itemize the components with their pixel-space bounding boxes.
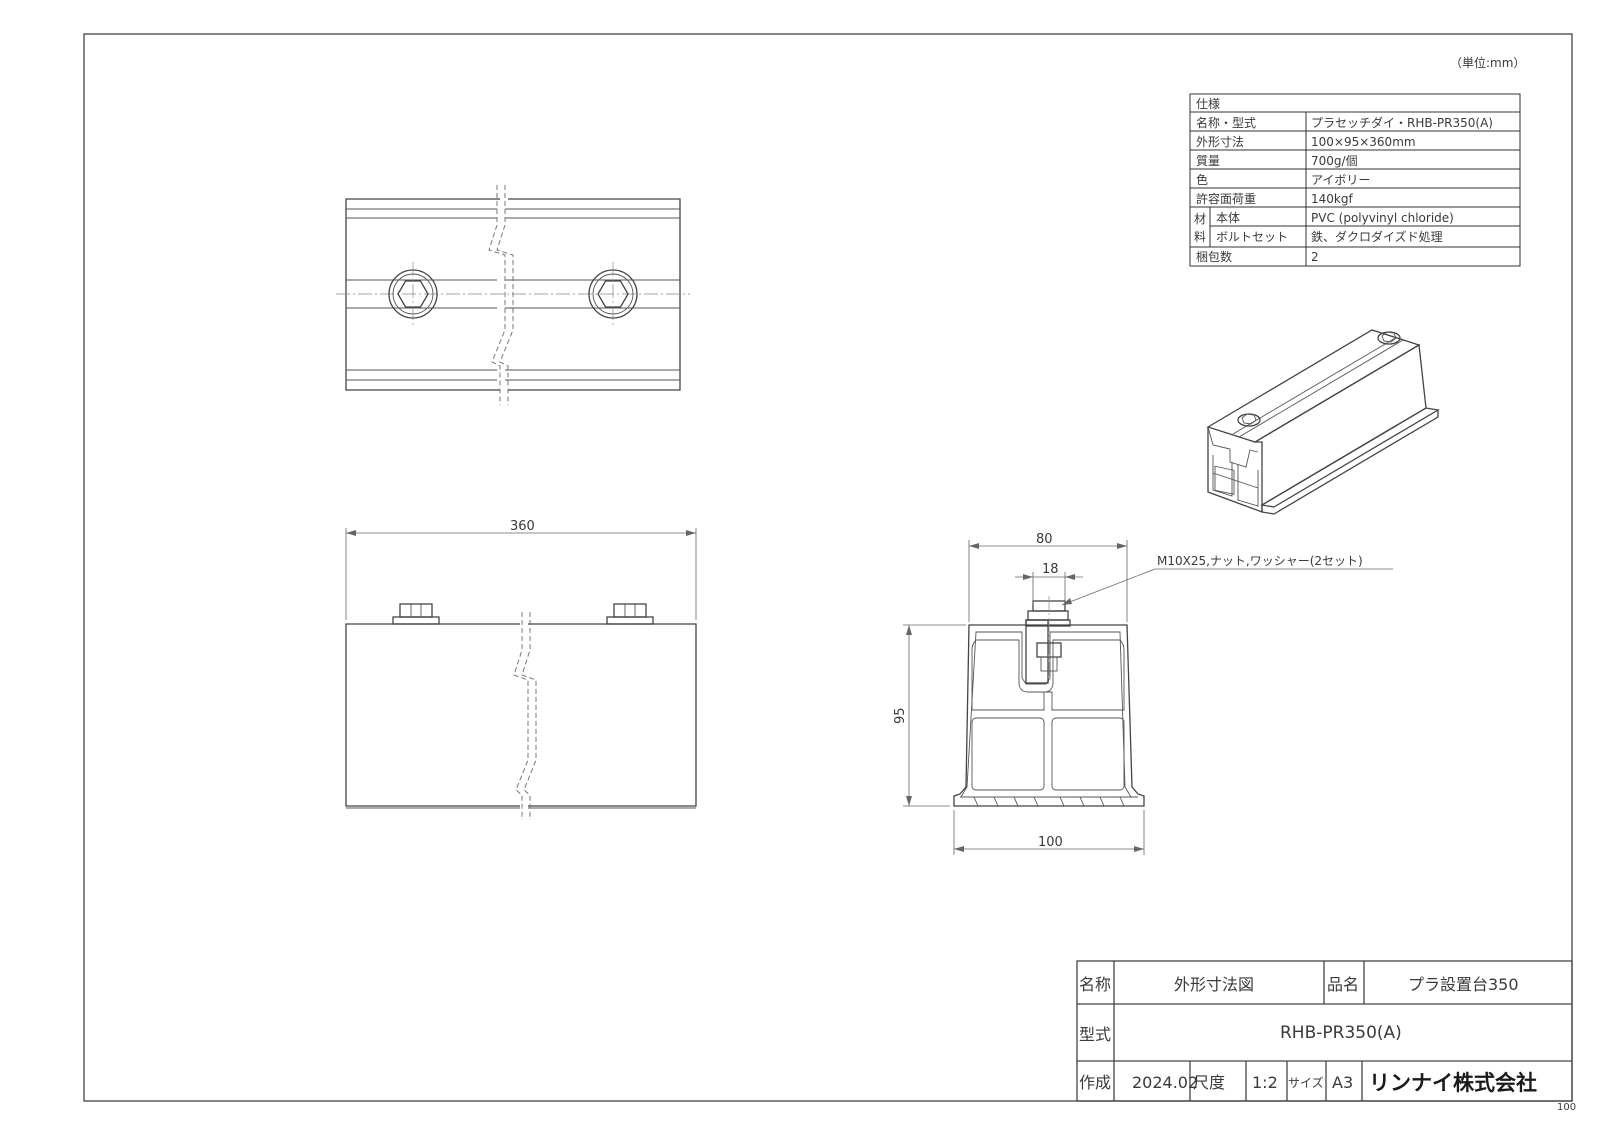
title-name-label: 名称 — [1079, 975, 1111, 994]
title-product-value: プラ設置台350 — [1408, 975, 1519, 994]
isometric-view — [1206, 329, 1440, 515]
spec-value-mass: 700g/個 — [1311, 154, 1358, 168]
corner-mark: 100 — [1557, 1102, 1576, 1113]
spec-value-color: アイボリー — [1311, 173, 1370, 187]
title-product-label: 品名 — [1327, 975, 1359, 994]
spec-label-pack: 梱包数 — [1196, 249, 1232, 264]
company-name: リンナイ株式会社 — [1369, 1071, 1537, 1095]
unit-note: （単位:mm） — [1450, 55, 1525, 70]
spec-table: 仕様 名称・型式 プラセッチダイ・RHB-PR350(A) 外形寸法 100×9… — [1189, 93, 1521, 267]
dim-channel-width: 18 — [1042, 562, 1059, 577]
dim-base-width: 100 — [1038, 835, 1063, 850]
title-scale-value: 1:2 — [1252, 1073, 1278, 1092]
title-model-value: RHB-PR350(A) — [1280, 1023, 1402, 1043]
title-model-label: 型式 — [1079, 1025, 1111, 1044]
spec-label-load: 許容面荷重 — [1196, 191, 1256, 206]
title-name-value: 外形寸法図 — [1174, 975, 1254, 994]
front-view: 360 — [345, 519, 697, 820]
title-scale-label: 尺度 — [1193, 1073, 1225, 1092]
title-block: 名称 外形寸法図 品名 プラ設置台350 型式 RHB-PR350(A) 作成 … — [1076, 960, 1573, 1102]
spec-material-label-1: 材 — [1194, 212, 1206, 226]
top-view — [336, 185, 690, 405]
spec-header: 仕様 — [1196, 97, 1220, 111]
dim-height: 95 — [893, 707, 908, 724]
spec-value-name: プラセッチダイ・RHB-PR350(A) — [1311, 115, 1493, 130]
spec-value-size: 100×95×360mm — [1311, 135, 1416, 149]
spec-value-body: PVC (polyvinyl chloride) — [1311, 211, 1454, 225]
spec-value-bolt: 鉄、ダクロダイズド処理 — [1311, 229, 1443, 244]
drawing-frame — [83, 33, 1573, 1102]
bolt-note: M10X25,ナット,ワッシャー(2セット) — [1157, 554, 1363, 568]
spec-value-pack: 2 — [1311, 250, 1319, 264]
spec-label-bolt: ボルトセット — [1216, 230, 1288, 244]
dim-top-width: 80 — [1036, 532, 1053, 547]
title-created-value: 2024.02 — [1132, 1073, 1198, 1092]
side-view: 80 18 95 100 M10X25,ナット,ワッシャー(2セット) — [893, 532, 1393, 855]
title-size-label: サイズ — [1288, 1075, 1324, 1090]
spec-label-size: 外形寸法 — [1196, 135, 1244, 149]
spec-label-color: 色 — [1196, 173, 1208, 187]
dim-length: 360 — [510, 519, 535, 534]
spec-label-name: 名称・型式 — [1196, 115, 1256, 130]
title-created-label: 作成 — [1079, 1073, 1111, 1092]
spec-value-load: 140kgf — [1311, 192, 1353, 206]
spec-label-mass: 質量 — [1196, 153, 1220, 168]
title-size-value: A3 — [1332, 1073, 1353, 1092]
spec-label-body: 本体 — [1216, 211, 1240, 225]
spec-material-label-2: 料 — [1194, 230, 1206, 244]
